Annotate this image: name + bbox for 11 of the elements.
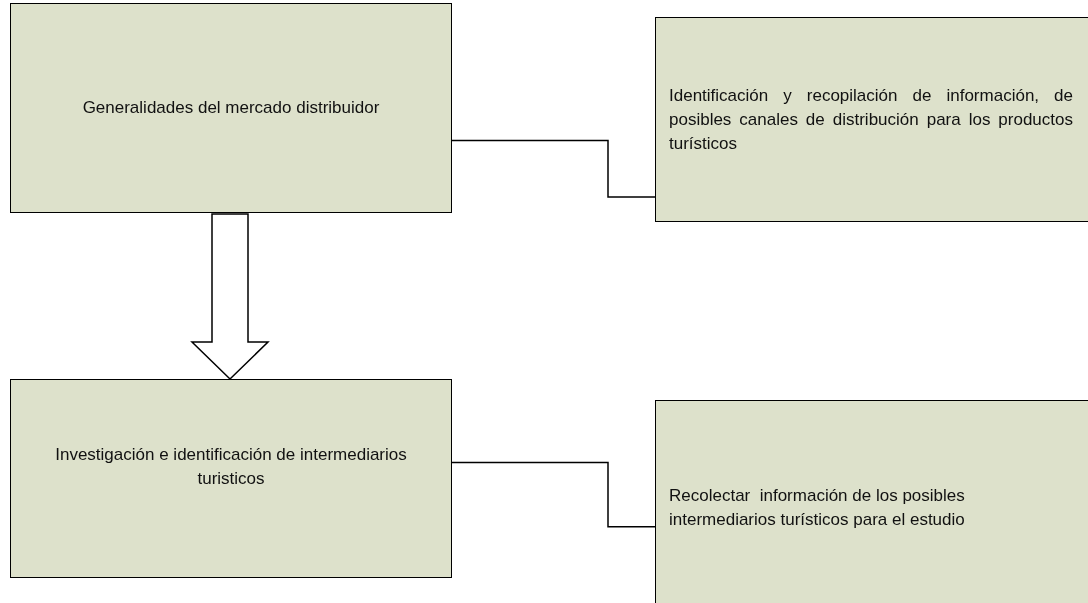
box-text: Identificación y recopilación de información, de posibles canales de distribución para los productos turísticos [669, 84, 1073, 155]
elbow-connector [451, 139, 656, 198]
process-box [10, 3, 452, 213]
process-box [655, 400, 1088, 603]
box-text: Investigación e identificación de intermediarios turisticos [54, 443, 408, 490]
process-box [655, 17, 1088, 222]
box-text: Generalidades del mercado distribuidor [81, 97, 381, 119]
process-box [10, 379, 452, 578]
elbow-connector [451, 461, 656, 528]
block-arrow [190, 213, 270, 381]
box-text: Recolectar información de los posibles intermediarios turísticos para el estudio [669, 484, 966, 531]
